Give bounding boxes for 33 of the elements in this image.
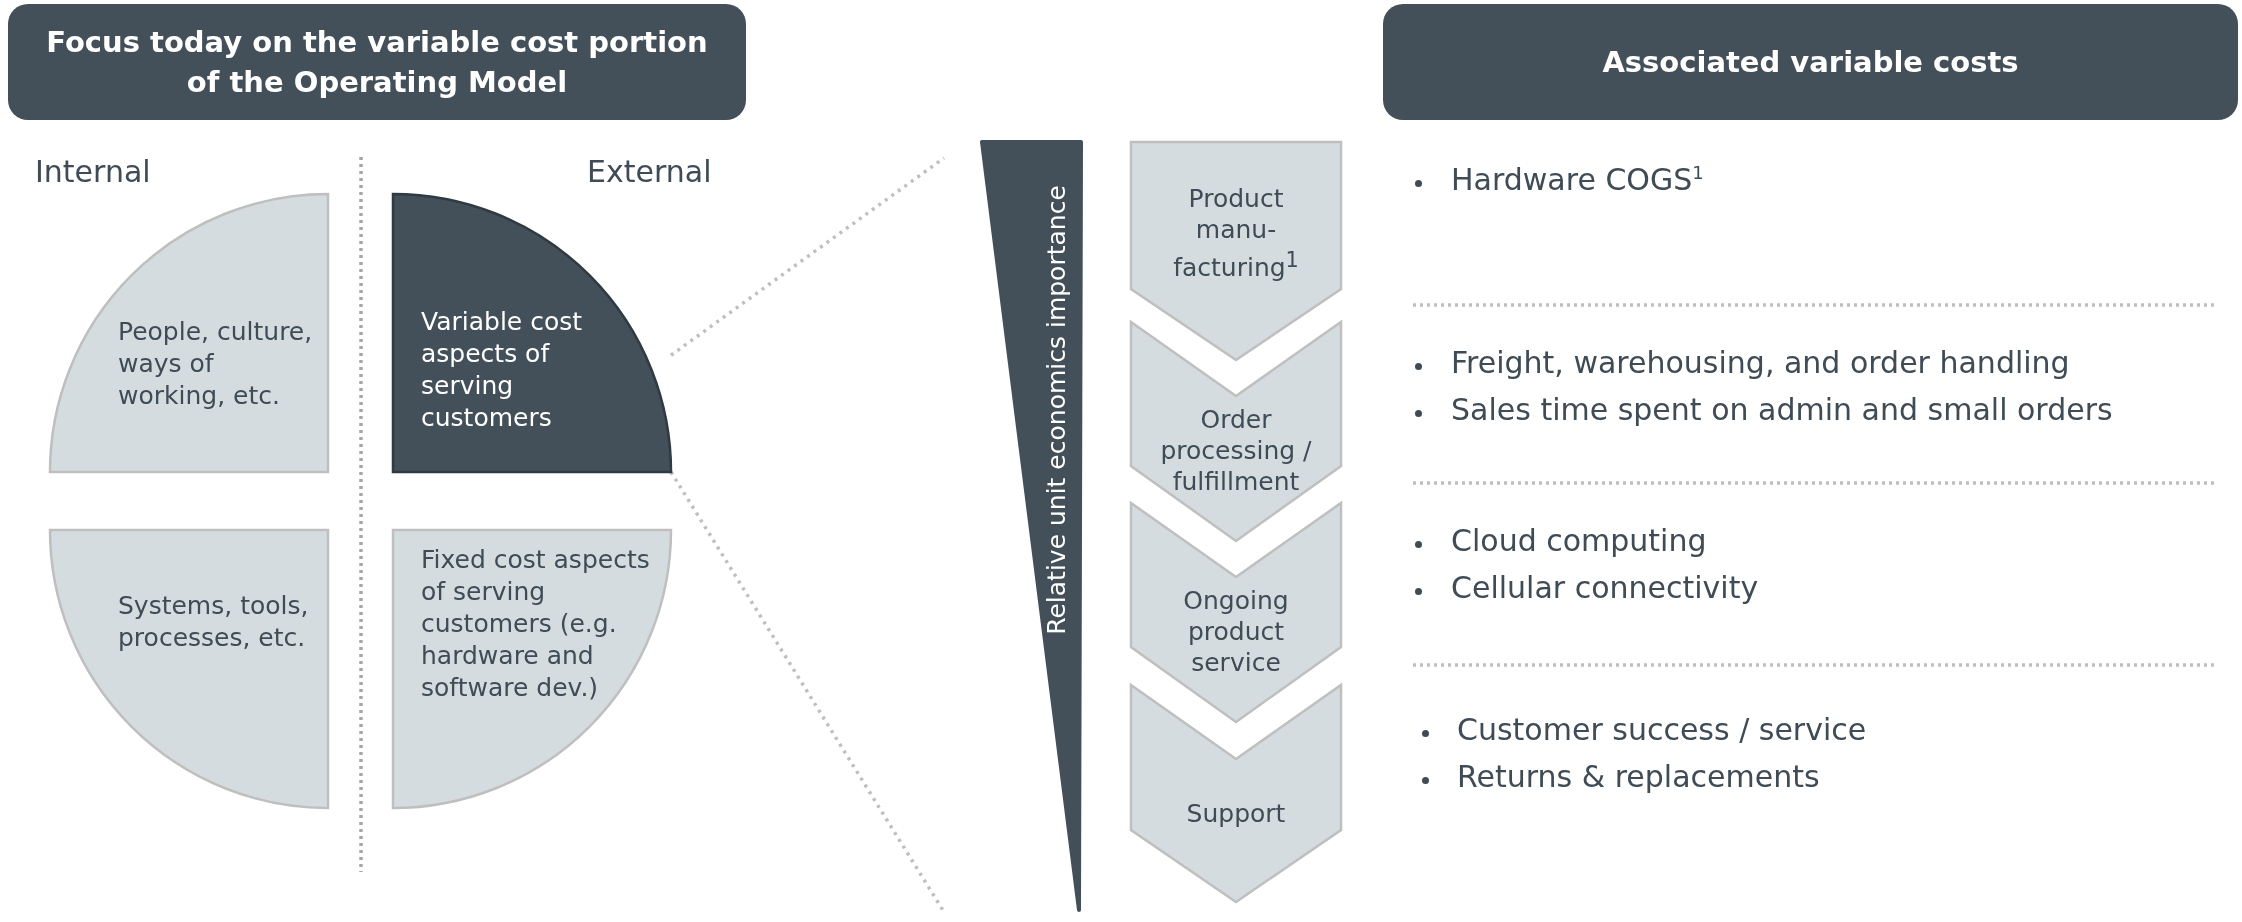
step-text: Order processing / fulfillment [1159,403,1313,497]
segment-text: Fixed cost aspects of serving customers (e.g. hardware and software dev.) [421,544,651,704]
chevron-step [1131,142,1341,360]
column-label: Internal [35,154,151,189]
chevron-step [1131,503,1341,722]
cost-item-text: Customer success / service [1457,712,1867,747]
zoom-line [669,471,946,913]
importance-wedge [980,140,1083,912]
segment-text: Variable cost aspects of serving customers [421,306,584,434]
quarter-circle-segment [50,530,328,808]
segment-text: Systems, tools, processes, etc. [118,590,310,654]
chevron-step [1131,322,1341,541]
chevron-step [1131,685,1341,902]
cost-item-text: Cloud computing [1451,523,1707,558]
step-text: Ongoing product service [1182,584,1290,678]
segment-text: People, culture, ways of working, etc. [118,316,314,412]
cost-item-text: Cellular connectivity [1451,570,1759,605]
cost-item-text: Freight, warehousing, and order handling [1451,345,2070,380]
cost-item-text: Sales time spent on admin and small orders [1451,392,2113,427]
cost-item-text: Returns & replacements [1457,759,1820,794]
header-text: Focus today on the variable cost portion of the Operating Model [45,24,709,101]
quarter-circle-segment [393,194,671,472]
quarter-circle-segment [50,194,328,472]
quarter-circle-segment [393,530,671,808]
wedge-text: Relative unit economics importance [1041,185,1071,635]
header-text: Associated variable costs [1602,44,2019,81]
header-banner [1383,4,2238,120]
cost-item-text: Hardware COGS$^{1}$ [1451,162,1704,197]
column-label: External [587,154,712,189]
header-banner [8,4,746,120]
step-text: Support [1185,797,1287,828]
zoom-line [669,156,946,357]
step-text: Product manu- facturing$^{1}$ [1172,183,1300,284]
